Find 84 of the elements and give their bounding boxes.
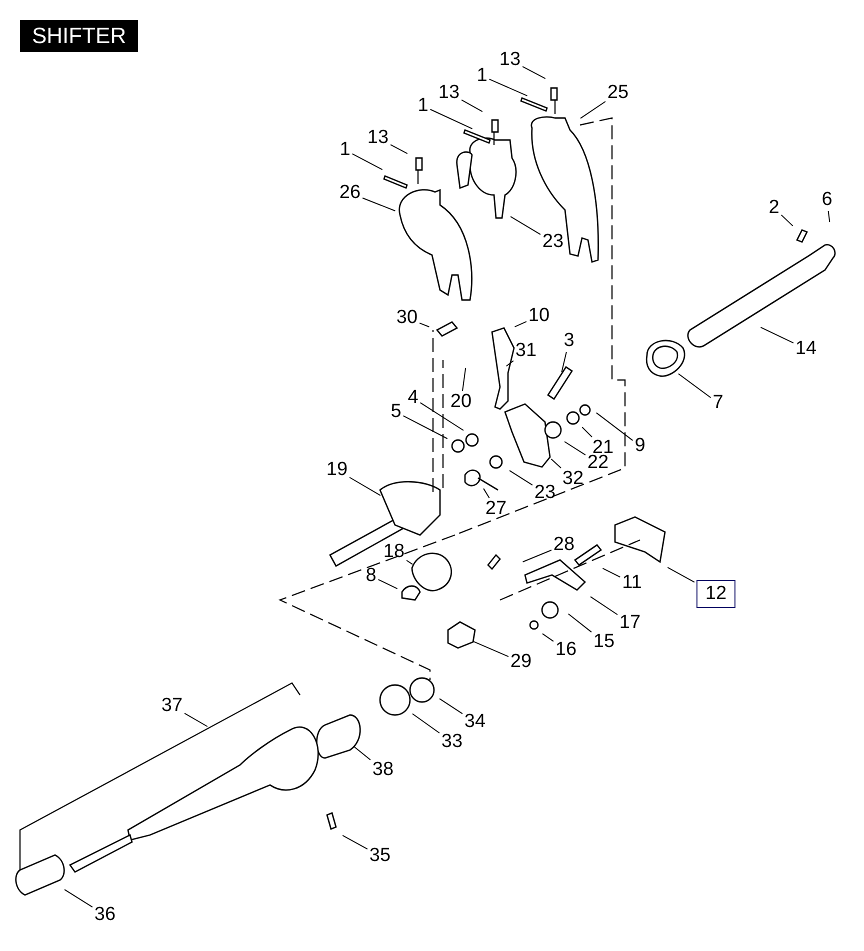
callout-number: 6: [822, 190, 832, 210]
leader-line: [561, 352, 567, 373]
leader-line: [483, 488, 490, 498]
leader-line: [354, 746, 371, 760]
callout-number: 8: [366, 566, 376, 586]
leader-line: [828, 210, 830, 223]
callout-number: 23: [534, 483, 556, 503]
callout-number: 34: [464, 712, 486, 732]
leader-line: [667, 566, 695, 583]
leader-line: [678, 373, 712, 398]
leader-line: [550, 458, 562, 468]
leader-line: [419, 322, 430, 328]
callout-number: 29: [510, 652, 532, 672]
callout-number: 10: [528, 306, 550, 326]
leader-line: [390, 144, 408, 154]
callout-number: 16: [555, 640, 577, 660]
leader-line: [342, 834, 368, 850]
callout-number: 28: [553, 535, 575, 555]
leader-line: [461, 99, 483, 112]
title: SHIFTER: [20, 20, 138, 52]
callout-number: 17: [619, 613, 641, 633]
leader-line: [522, 550, 552, 562]
leader-line: [780, 214, 794, 226]
callout-number: 23: [542, 232, 564, 252]
callout-number: 35: [369, 846, 391, 866]
callout-number: 33: [441, 732, 463, 752]
leader-line: [509, 470, 533, 486]
callout-number: 22: [587, 453, 609, 473]
leader-line: [349, 476, 381, 496]
callout-number: 20: [450, 392, 472, 412]
callout-number: 13: [499, 50, 521, 70]
callout-number: 12: [696, 580, 736, 608]
leader-line: [430, 108, 473, 130]
callout-number: 13: [367, 128, 389, 148]
callout-number: 9: [634, 436, 646, 456]
callout-number: 4: [408, 388, 418, 408]
callout-number: 7: [712, 393, 724, 413]
callout-number: 26: [339, 183, 361, 203]
leader-line: [580, 100, 606, 119]
leader-line: [506, 360, 514, 367]
callout-number: 1: [418, 96, 428, 116]
callout-number: 37: [161, 696, 183, 716]
callout-number: 19: [326, 460, 348, 480]
leader-line: [590, 596, 618, 616]
leader-line: [462, 367, 466, 392]
leader-line: [406, 560, 413, 565]
callout-number: 1: [476, 66, 488, 86]
callout-number: 5: [390, 402, 402, 422]
leader-line: [439, 698, 463, 714]
leader-line: [420, 402, 464, 431]
callout-number: 36: [94, 905, 116, 925]
callout-number: 13: [438, 83, 460, 103]
callout-number: 30: [396, 308, 418, 328]
leader-line: [510, 216, 541, 235]
leader-line: [542, 633, 554, 642]
callout-number: 14: [795, 339, 817, 359]
leader-line: [602, 568, 621, 578]
leader-line: [582, 426, 592, 438]
callout-number: 25: [607, 83, 629, 103]
leader-line: [568, 613, 592, 633]
callout-number: 31: [515, 341, 537, 361]
leader-line: [402, 415, 448, 440]
leader-line: [64, 889, 93, 908]
leader-line: [564, 441, 586, 456]
leader-line: [472, 640, 509, 658]
callout-number: 15: [593, 632, 615, 652]
leader-line: [184, 712, 208, 727]
callout-number: 38: [372, 760, 394, 780]
callout-number: 2: [768, 198, 780, 218]
leader-line: [352, 153, 383, 170]
leader-line: [514, 321, 527, 328]
leader-line: [522, 66, 546, 80]
callout-number: 1: [340, 140, 350, 160]
leader-line: [596, 412, 634, 441]
leader-line: [412, 713, 440, 734]
callout-number: 27: [485, 499, 507, 519]
leader-line: [488, 78, 528, 96]
leader-line: [362, 197, 396, 212]
callout-number: 11: [622, 573, 642, 593]
leader-line: [378, 579, 398, 590]
callout-number: 3: [564, 331, 574, 351]
leader-line: [760, 326, 794, 344]
callout-number: 32: [562, 469, 584, 489]
callout-number: 18: [383, 542, 405, 562]
